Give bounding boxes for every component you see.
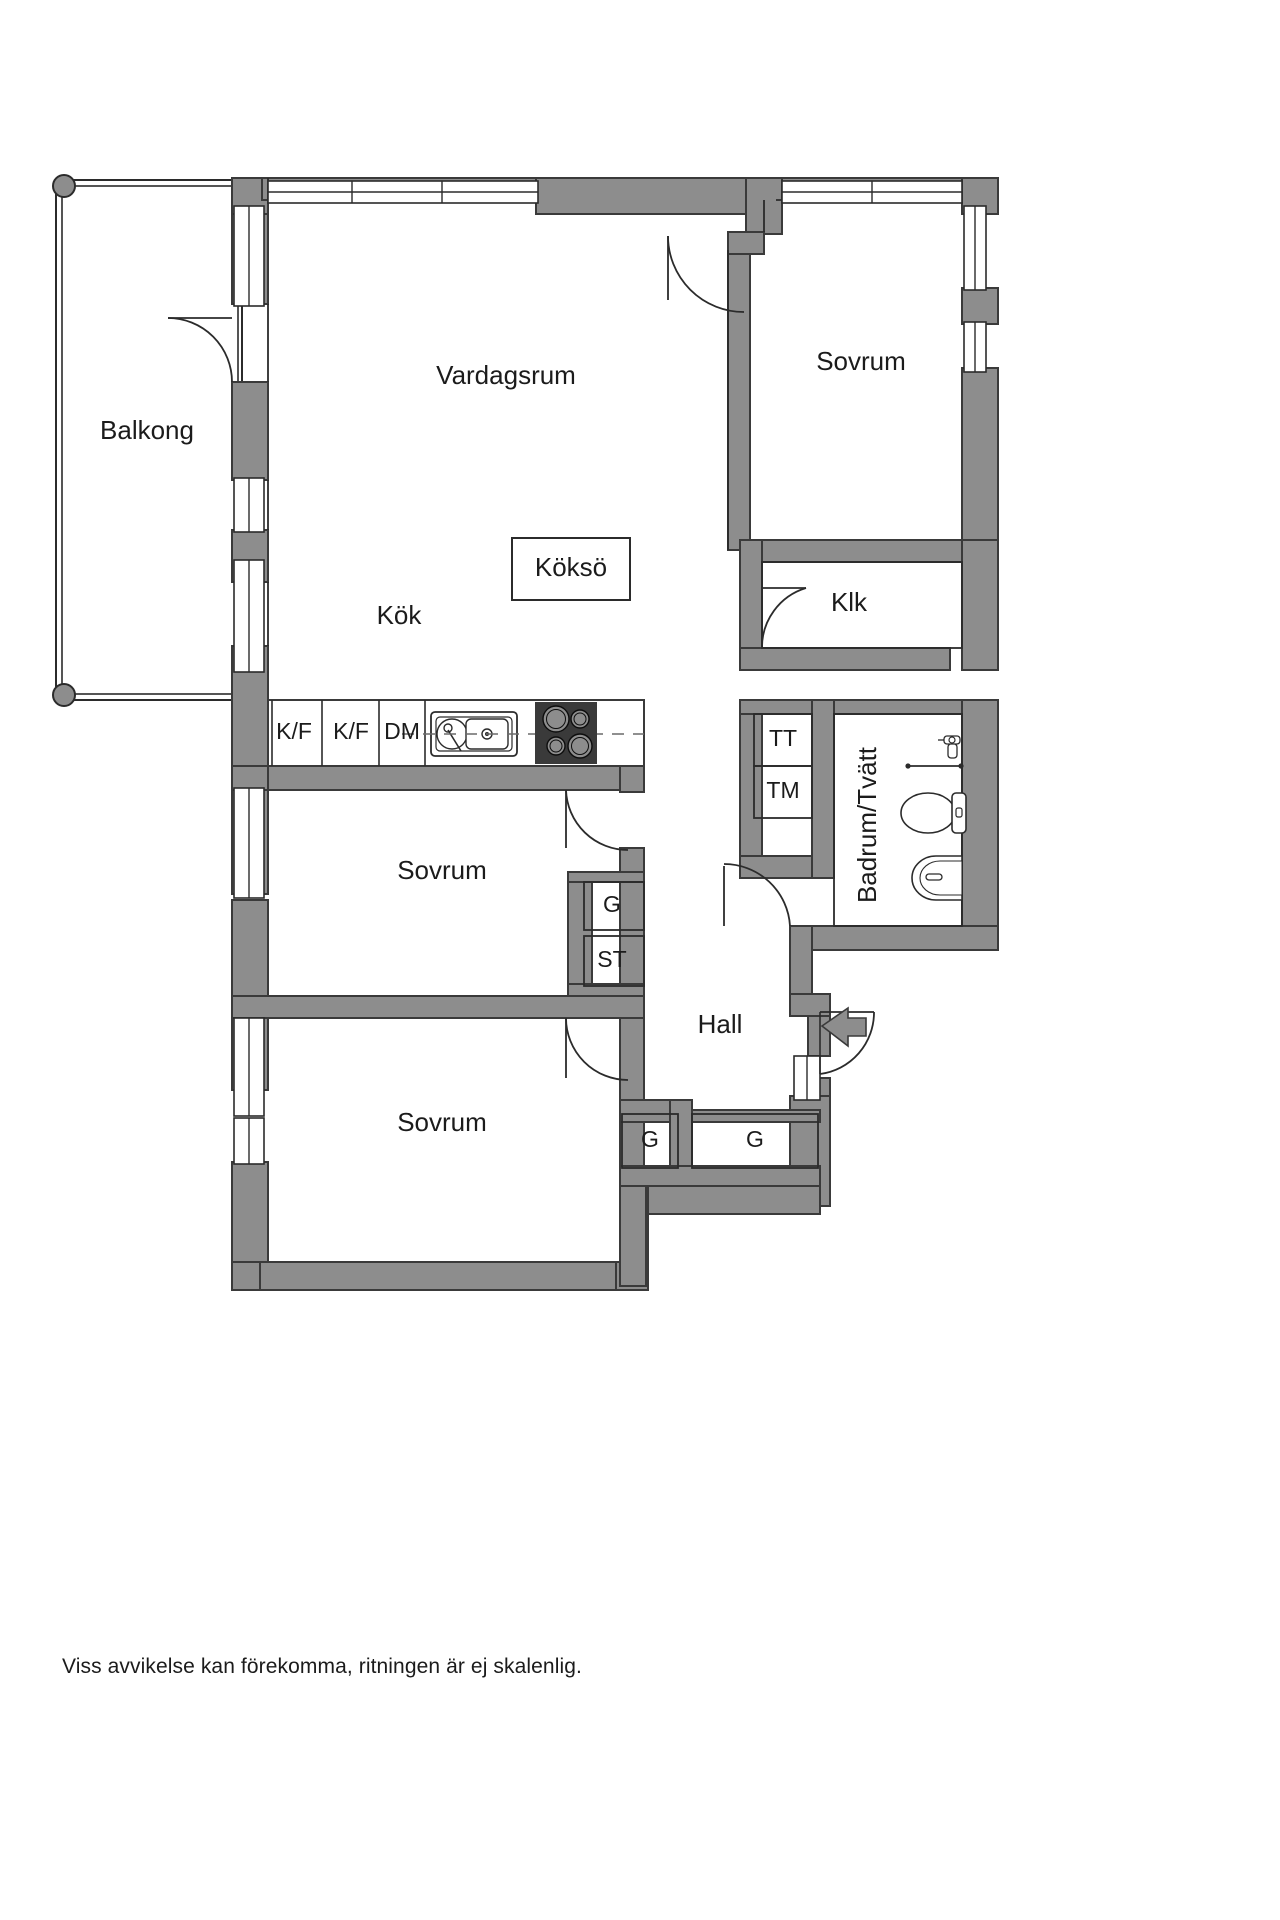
room-label-sovrum-bottom: Sovrum xyxy=(397,1107,487,1137)
fixture-label-kokso: Köksö xyxy=(535,552,607,582)
room-label-hall: Hall xyxy=(698,1009,743,1039)
window-kitchen-left xyxy=(233,559,265,673)
fixture-label-tt: TT xyxy=(769,725,797,751)
room-label-sovrum-mid: Sovrum xyxy=(397,855,487,885)
fixture-label-kf-2: K/F xyxy=(333,718,369,744)
door-bedroom-mid-arc xyxy=(565,789,629,851)
window-bedroom-right-upper xyxy=(963,205,987,291)
room-labels: Balkong Vardagsrum Kök Sovrum Klk Badrum… xyxy=(100,346,906,1137)
kitchen-island-box xyxy=(511,537,631,601)
room-label-vardagsrum: Vardagsrum xyxy=(436,360,576,390)
kitchen-sink-icon xyxy=(430,711,518,757)
window-bedroom-bottom-left-1 xyxy=(233,1017,265,1117)
room-label-balkong: Balkong xyxy=(100,415,194,445)
door-balcony-glazed xyxy=(233,205,265,307)
room-label-klk: Klk xyxy=(831,587,868,617)
window-living-top xyxy=(267,180,539,204)
room-label-badrum-tvatt: Badrum/Tvätt xyxy=(852,746,882,903)
bathroom-fixtures xyxy=(900,735,967,901)
fixture-label-tm: TM xyxy=(766,777,799,803)
window-bedroom-top xyxy=(781,180,963,204)
room-label-kok: Kök xyxy=(377,600,423,630)
toilet-icon xyxy=(900,792,967,834)
window-hall-sidelight xyxy=(793,1055,821,1101)
door-bathroom-arc xyxy=(723,863,791,927)
entrance-arrow-icon xyxy=(820,1006,867,1048)
door-swing-group xyxy=(167,235,875,1081)
door-bedroom-bottom-arc xyxy=(565,1017,629,1081)
balcony-outline xyxy=(55,179,243,701)
stove-cooktop-icon xyxy=(535,702,597,764)
door-klk-arc xyxy=(761,587,807,649)
fixture-label-kf-1: K/F xyxy=(276,718,312,744)
balcony-post-icon xyxy=(52,683,76,707)
room-label-sovrum-top: Sovrum xyxy=(816,346,906,376)
fixture-labels: Köksö K/F K/F DM TT TM G ST G G xyxy=(276,552,800,1152)
drawing-disclaimer-caption: Viss avvikelse kan förekomma, ritningen … xyxy=(62,1655,582,1678)
fixture-label-st: ST xyxy=(597,946,626,972)
door-entrance-arc xyxy=(819,1011,875,1075)
door-balcony-arc xyxy=(167,317,233,383)
fixture-label-g-mid: G xyxy=(603,891,621,917)
fixture-label-dm: DM xyxy=(384,718,420,744)
washbasin-icon xyxy=(911,855,963,901)
door-bedroom-top-arc xyxy=(667,235,745,313)
kitchen-counter-group xyxy=(267,699,645,767)
window-bedroom-right-lower xyxy=(963,321,987,373)
window-living-left-1 xyxy=(233,477,265,533)
window-group xyxy=(233,180,987,1165)
window-bedroom-bottom-left-2 xyxy=(233,1117,265,1165)
fixture-label-g-hall-wide: G xyxy=(746,1126,764,1152)
window-bedroom-mid-left xyxy=(233,787,265,899)
fixture-label-g-hall-small: G xyxy=(641,1126,659,1152)
balcony-post-icon xyxy=(52,174,76,198)
faucet-icon xyxy=(938,735,961,759)
